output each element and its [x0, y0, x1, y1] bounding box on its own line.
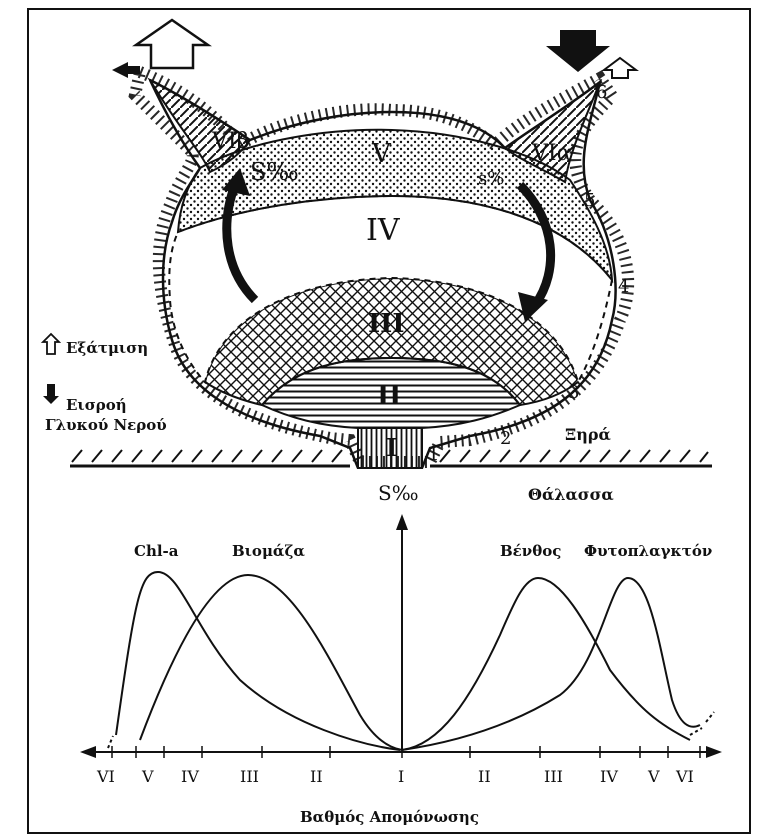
y-axis-arrowhead [396, 514, 408, 530]
boundary-number-5: 5 [584, 190, 595, 211]
tick-label-right-V: V [647, 767, 660, 786]
zone-label-III: III [368, 309, 405, 339]
tick-label-right-III: III [544, 767, 563, 786]
evaporation-legend-label: Εξάτμιση [66, 339, 148, 357]
tick-label-right-IV: IV [600, 767, 618, 786]
inflow-arrow-right [546, 30, 610, 72]
curve-biomass [140, 575, 402, 750]
lagoon-section: I II III IV V VIβ VIα S‰ s% S‰ 1 2 3 4 5… [43, 20, 712, 505]
inflow-legend-icon [43, 384, 59, 404]
tick-label-right-II: II [478, 767, 491, 786]
boundary-number-4: 4 [618, 276, 629, 297]
tick-label-center-I: I [398, 767, 404, 786]
boundary-number-3: 3 [568, 382, 579, 403]
tick-label-left-III: III [240, 767, 259, 786]
zone-label-I: I [386, 433, 397, 462]
boundary-number-2: 2 [500, 428, 511, 449]
salinity-sea-label: S‰ [378, 481, 419, 505]
tick-label-left-V: V [141, 767, 154, 786]
tick-label-right-VI: VI [675, 767, 694, 786]
salinity-top-label: S‰ [250, 158, 299, 186]
curve-benthos [402, 578, 690, 750]
evaporation-arrow-left [136, 20, 208, 68]
inflow-legend-label-2: Γλυκού Νερού [45, 416, 167, 434]
curve-chla [116, 572, 400, 750]
zone-label-VIa: VIα [531, 141, 572, 166]
boundary-number-1: 1 [428, 444, 439, 465]
salinity-right-label: s% [478, 168, 504, 189]
zone-label-II: II [377, 381, 401, 411]
tick-label-left-IV: IV [181, 767, 199, 786]
isolation-graph: Chl-a Βιομάζα Βένθος Φυτοπλαγκτόν VI V I… [80, 514, 722, 826]
tick-label-left-VI: VI [96, 767, 115, 786]
zone-label-VIb: VIβ [211, 129, 249, 154]
curve-label-benthos: Βένθος [500, 542, 561, 560]
curve-label-chla: Chl-a [134, 542, 179, 560]
inflow-legend-label-1: Εισροή [66, 396, 127, 414]
zone-label-IV: IV [366, 213, 401, 248]
evaporation-arrow-right [604, 58, 636, 78]
curve-label-phytoplankton: Φυτοπλαγκτόν [584, 542, 712, 560]
inflow-arrow-left [112, 62, 140, 78]
x-axis-title: Βαθμός Απομόνωσης [300, 808, 479, 826]
tick-label-left-II: II [310, 767, 323, 786]
x-axis-left-arrowhead [80, 746, 96, 758]
boundary-number-6: 6 [596, 82, 607, 103]
x-axis-right-arrowhead [706, 746, 722, 758]
sea-label: Θάλασσα [528, 485, 614, 504]
zone-label-V: V [371, 139, 392, 169]
curve-end-dashes [690, 712, 714, 735]
evaporation-legend-icon [43, 334, 59, 354]
curve-label-biomass: Βιομάζα [232, 542, 305, 560]
dry-land-label: Ξηρά [565, 425, 611, 444]
